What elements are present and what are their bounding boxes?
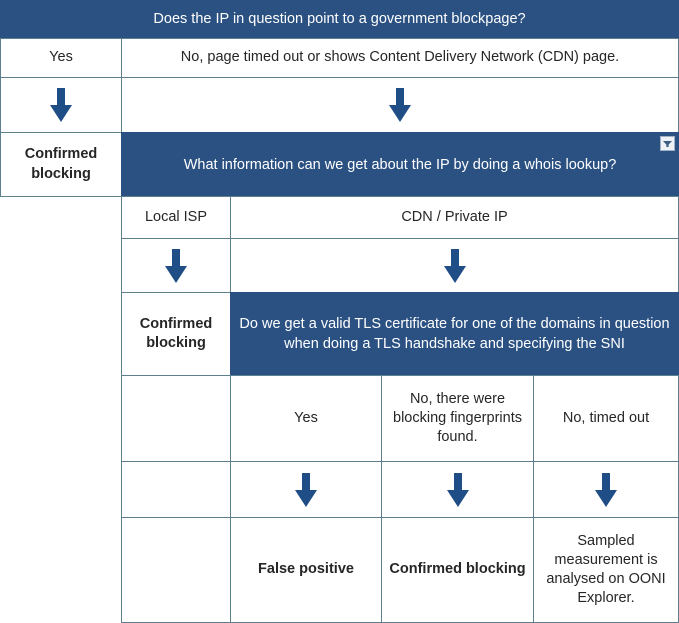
arrow-down-icon (165, 248, 187, 283)
answer-tls-timeout: No, timed out (533, 375, 679, 462)
outcome-confirmed-blocking-1: Confirmed blocking (0, 132, 122, 197)
arrow-down-icon (389, 88, 411, 122)
arrow-cell-local-isp (121, 238, 231, 293)
outcome-sampled-measurement: Sampled measurement is analysed on OONI … (533, 517, 679, 623)
outcome-false-positive: False positive (230, 517, 382, 623)
answer-no-blockpage: No, page timed out or shows Content Deli… (121, 38, 679, 78)
answer-cdn-private-ip: CDN / Private IP (230, 196, 679, 239)
arrow-cell-tls-fingerprints (381, 461, 534, 518)
question-3-header: Do we get a valid TLS certificate for on… (230, 292, 679, 376)
arrow-cell-yes-blockpage (0, 77, 122, 133)
answer-yes-blockpage: Yes (0, 38, 122, 78)
empty-cell-col2-answers (121, 375, 231, 462)
outcome-confirmed-blocking-2: Confirmed blocking (121, 292, 231, 376)
answer-local-isp: Local ISP (121, 196, 231, 239)
arrow-down-icon (446, 472, 469, 507)
arrow-cell-tls-yes (230, 461, 382, 518)
arrow-cell-tls-timeout (533, 461, 679, 518)
arrow-cell-no-blockpage (121, 77, 679, 133)
answer-tls-yes: Yes (230, 375, 382, 462)
question-1-header: Does the IP in question point to a gover… (0, 0, 679, 38)
column-1-divider (121, 196, 122, 623)
outcome-confirmed-blocking-3: Confirmed blocking (381, 517, 534, 623)
arrow-down-icon (50, 88, 72, 122)
filter-dropdown-icon[interactable] (660, 136, 675, 151)
question-2-header: What information can we get about the IP… (121, 132, 679, 197)
arrow-down-icon (295, 472, 317, 507)
empty-cell-col2-arrows (121, 461, 231, 518)
arrow-down-icon (443, 248, 466, 283)
answer-tls-fingerprints: No, there were blocking fingerprints fou… (381, 375, 534, 462)
arrow-down-icon (595, 472, 617, 507)
empty-cell-col2-outcomes (121, 517, 231, 623)
arrow-cell-cdn-private-ip (230, 238, 679, 293)
